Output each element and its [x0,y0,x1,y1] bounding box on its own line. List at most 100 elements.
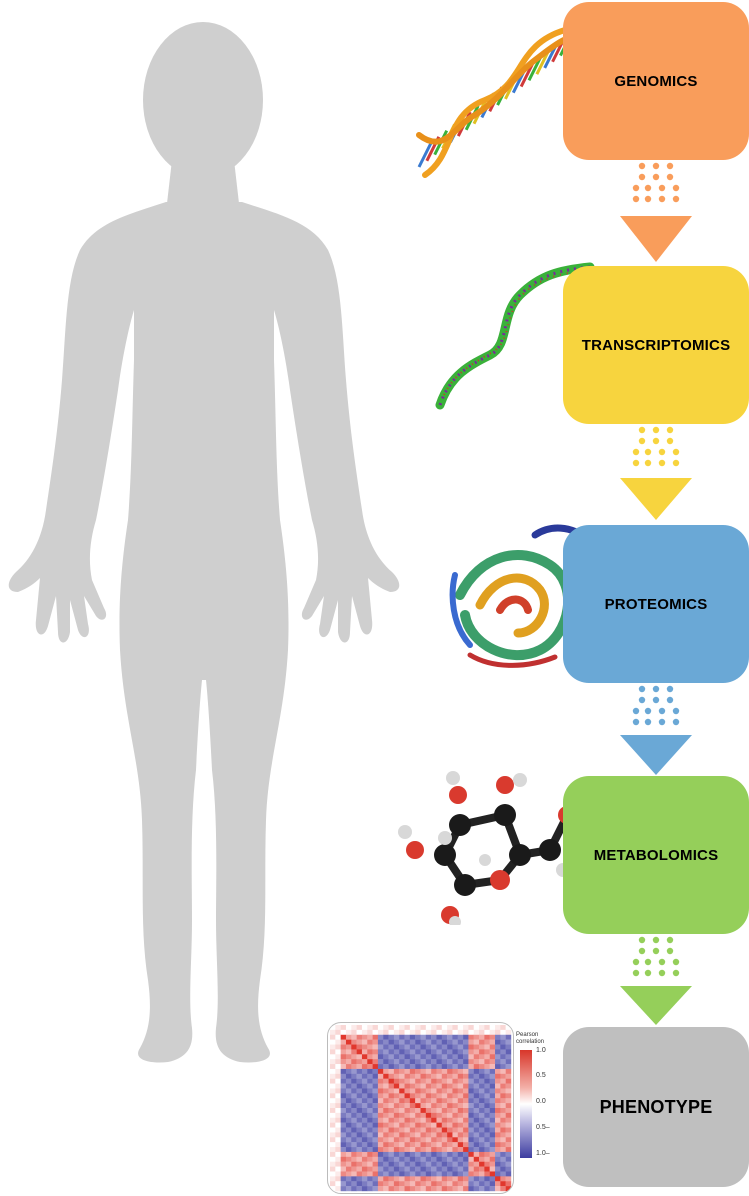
heatmap-cell [351,1088,357,1094]
heatmap-cell [335,1132,341,1138]
heatmap-cell [377,1127,384,1133]
heatmap-cell [388,1151,395,1158]
heatmap-cell [393,1093,400,1099]
heatmap-cell [500,1108,506,1114]
heatmap-cell [468,1176,474,1182]
heatmap-cell [468,1112,474,1118]
heatmap-cell [441,1127,448,1133]
heatmap-cell [489,1068,496,1075]
heatmap-cell [356,1108,363,1114]
heatmap-cell [436,1103,442,1109]
heatmap-cell [468,1166,474,1172]
heatmap-cell [505,1039,512,1045]
heatmap-cell [441,1142,448,1148]
heatmap-cell [335,1025,341,1031]
dna-rung [417,142,433,168]
heatmap-cell [388,1049,395,1055]
heatmap-cell [431,1147,437,1153]
heatmap-cell [436,1142,442,1148]
heatmap-cell [431,1161,437,1167]
heatmap-cell [330,1142,336,1148]
heatmap-cell [431,1181,437,1187]
heatmap-cell [484,1103,490,1109]
heatmap-cell [404,1181,411,1187]
heatmap-cell [356,1112,363,1118]
heatmap-cell [452,1142,458,1148]
heatmap-cell [335,1049,341,1055]
heatmap-cell [484,1156,490,1162]
heatmap-cell [409,1137,416,1143]
heatmap-cell [425,1156,432,1162]
heatmap-cell [495,1147,501,1153]
heatmap-cell [393,1151,400,1158]
heatmap-cell [330,1054,336,1060]
heatmap-cell [356,1127,363,1133]
heatmap-cell [489,1093,496,1099]
heatmap-cell [415,1073,421,1079]
heatmap-cell [484,1151,490,1158]
heatmap-cell [372,1122,379,1128]
heatmap-cell [388,1147,395,1153]
heatmap-cell [479,1029,485,1035]
heatmap-cell [473,1112,480,1118]
heatmap-cell [489,1039,496,1045]
heatmap-cell [500,1078,506,1084]
heatmap-cell [361,1166,368,1172]
heatmap-cell [399,1034,405,1040]
heatmap-cell [500,1166,506,1172]
heatmap-cell [340,1064,347,1070]
heatmap-cell [399,1117,405,1123]
heatmap-cell [495,1137,501,1143]
heatmap-cell [473,1122,480,1128]
heatmap-cell [415,1108,421,1114]
heatmap-cell [372,1181,379,1187]
heatmap-cell [447,1151,453,1158]
heatmap-cell [489,1132,496,1138]
heatmap-cell [415,1083,421,1089]
heatmap-cell [420,1117,427,1123]
heatmap-cell [425,1059,432,1065]
heatmap-cell [463,1083,469,1089]
heatmap-cell [367,1122,373,1128]
heatmap-cell [441,1025,448,1031]
heatmap-cell [457,1181,464,1187]
heatmap-cell [361,1132,368,1138]
heatmap-cell [500,1064,506,1070]
heatmap-cell [441,1088,448,1094]
heatmap-cell [468,1122,474,1128]
heatmap-cell [330,1127,336,1133]
heatmap-cell [447,1083,453,1089]
heatmap-cell [393,1083,400,1089]
heatmap-cell [377,1132,384,1138]
heatmap-cell [425,1054,432,1060]
heatmap-cell [399,1161,405,1167]
rna-strand-image [435,262,595,410]
heatmap-cell [452,1186,458,1192]
heatmap-cell [393,1049,400,1055]
heatmap-cell [383,1122,389,1128]
heatmap-cell [383,1156,389,1162]
heatmap-cell [372,1108,379,1114]
heatmap-cell [409,1064,416,1070]
heatmap-cell [335,1078,341,1084]
heatmap-cell [425,1029,432,1035]
heatmap-cell [409,1147,416,1153]
heatmap-cell [479,1025,485,1031]
heatmap-cell [409,1122,416,1128]
heatmap-cell [436,1064,442,1070]
heatmap-cell [388,1122,395,1128]
arrow-dot [632,195,640,203]
heatmap-cell [415,1088,421,1094]
heatmap-cell [415,1049,421,1055]
heatmap-cell [330,1068,336,1075]
heatmap-cell [409,1112,416,1118]
heatmap-cell [505,1098,512,1104]
heatmap-cell [457,1117,464,1123]
heatmap-cell [431,1064,437,1070]
heatmap-cell [340,1156,347,1162]
heatmap-cell [399,1171,405,1177]
heatmap-cell [447,1161,453,1167]
heatmap-cell [415,1132,421,1138]
heatmap-cell [473,1171,480,1177]
heatmap-cell [420,1078,427,1084]
